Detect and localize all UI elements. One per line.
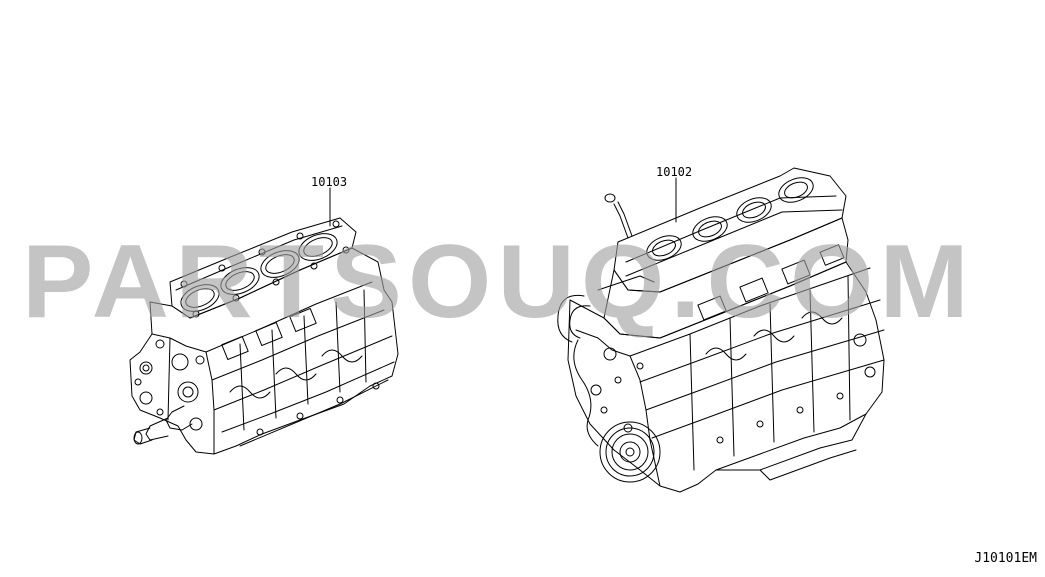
diagram-code: J10101EM: [974, 551, 1037, 566]
part-number-label[interactable]: 10102: [656, 165, 693, 179]
short-block-engine: [129, 187, 399, 455]
part-number-label[interactable]: 10103: [311, 175, 348, 189]
complete-engine-assembly: [557, 167, 885, 493]
